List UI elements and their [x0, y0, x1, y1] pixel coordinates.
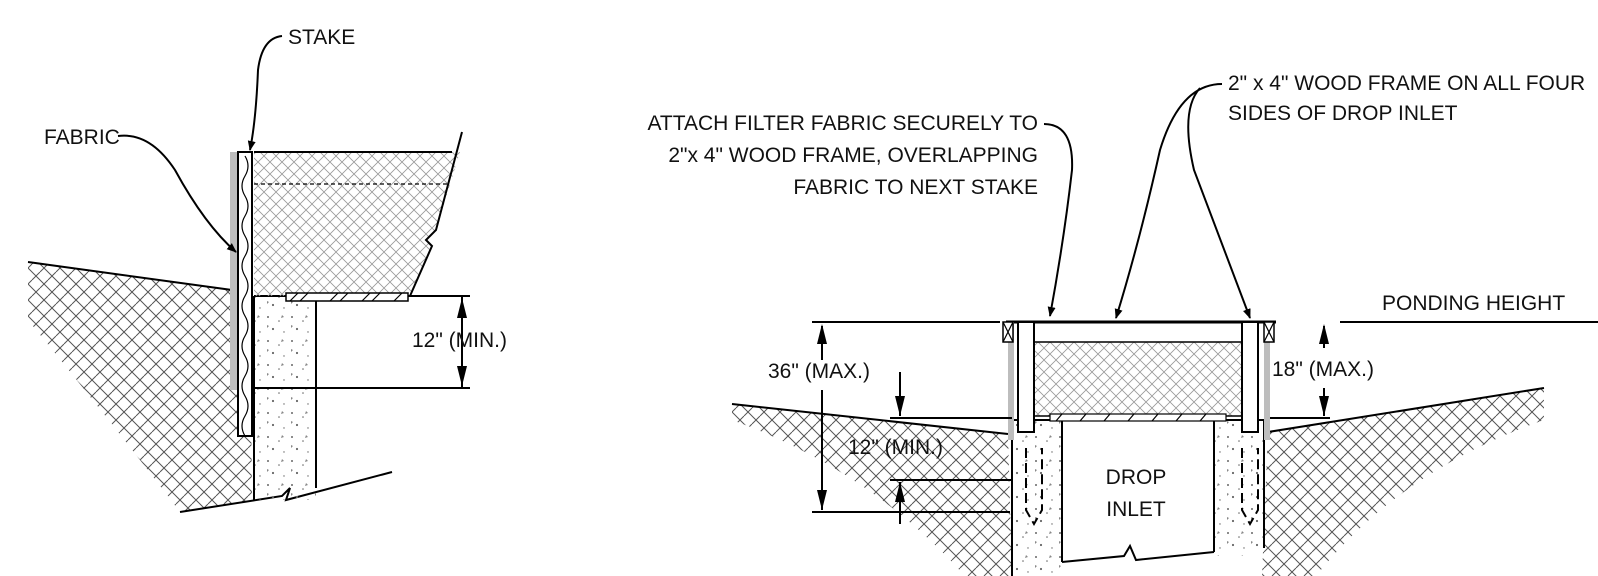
- right-post-left: [1017, 321, 1035, 433]
- drop-inlet-label-2: INLET: [1106, 498, 1166, 521]
- attach-note-line-3: FABRIC TO NEXT STAKE: [793, 176, 1038, 199]
- max-36-label: 36" (MAX.): [768, 360, 870, 383]
- right-gravel-fill: [1033, 341, 1243, 417]
- attach-note-line-1: ATTACH FILTER FABRIC SECURELY TO: [647, 112, 1038, 135]
- right-soil-left: [732, 404, 1012, 576]
- left-fabric: [241, 155, 249, 437]
- right-wall-left: [1012, 420, 1062, 576]
- frame-note-line-2: SIDES OF DROP INLET: [1228, 102, 1458, 125]
- left-depth-label: 12" (MIN.): [412, 329, 507, 352]
- ponding-height-label: PONDING HEIGHT: [1382, 292, 1565, 315]
- left-section-detail: STAKE FABRIC 12" (MIN.): [27, 26, 507, 513]
- stake-label: STAKE: [288, 26, 355, 49]
- left-concrete-wall: [254, 296, 316, 500]
- attach-note-line-2: 2"x 4" WOOD FRAME, OVERLAPPING: [668, 144, 1038, 167]
- left-wood-frame: [285, 292, 409, 302]
- drop-inlet-label-1: DROP: [1106, 466, 1167, 489]
- right-wall-right: [1214, 420, 1264, 556]
- right-section-detail: ATTACH FILTER FABRIC SECURELY TO 2"x 4" …: [647, 72, 1598, 576]
- right-soil-right: [1262, 388, 1544, 576]
- frame-note-line-1: 2" x 4" WOOD FRAME ON ALL FOUR: [1228, 72, 1585, 95]
- left-gravel-fill: [254, 152, 460, 296]
- fabric-label: FABRIC: [44, 126, 120, 149]
- min-12-label: 12" (MIN.): [848, 436, 943, 459]
- max-18-label: 18" (MAX.): [1272, 358, 1374, 381]
- left-stake: [230, 152, 237, 390]
- left-soil-hatch: [28, 262, 252, 512]
- right-post-right: [1241, 321, 1259, 433]
